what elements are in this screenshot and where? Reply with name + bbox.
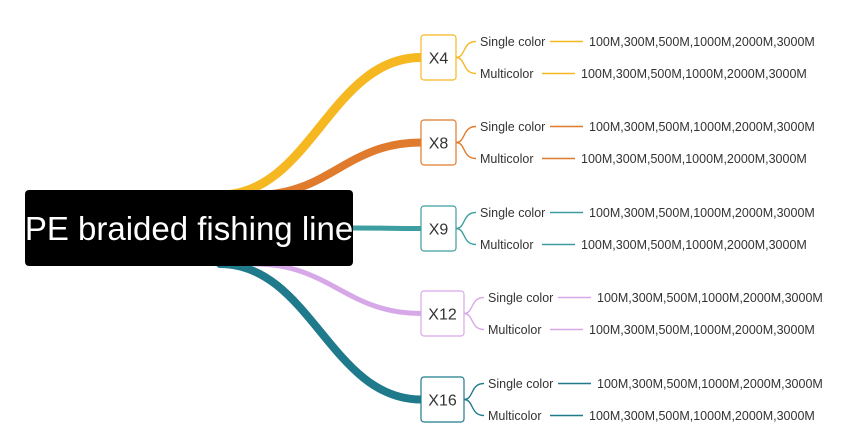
child-node: Single color 100M,300M,500M,1000M,2000M,3… bbox=[480, 120, 815, 134]
child-connector bbox=[463, 382, 485, 401]
child-node: Multicolor 100M,300M,500M,1000M,2000M,300… bbox=[480, 152, 807, 166]
child-label: Single color bbox=[480, 206, 545, 220]
length-options: 100M,300M,500M,1000M,2000M,3000M bbox=[589, 409, 815, 423]
branch-connector bbox=[350, 225, 424, 231]
child-node: Single color 100M,300M,500M,1000M,2000M,3… bbox=[488, 377, 823, 391]
length-options: 100M,300M,500M,1000M,2000M,3000M bbox=[589, 35, 815, 49]
branch-node: X12 Single color 100M,300M,500M,1000M,2000… bbox=[420, 290, 823, 337]
child-label: Multicolor bbox=[488, 323, 542, 337]
child-label: Multicolor bbox=[480, 67, 534, 81]
branch-label: X9 bbox=[429, 222, 449, 239]
branch-node: X8 Single color 100M,300M,500M,1000M,2000M… bbox=[420, 119, 815, 166]
branch-label: X16 bbox=[428, 393, 457, 410]
branch-node: X16 Single color 100M,300M,500M,1000M,2000… bbox=[420, 376, 823, 423]
child-node: Single color 100M,300M,500M,1000M,2000M,3… bbox=[480, 35, 815, 49]
length-options: 100M,300M,500M,1000M,2000M,3000M bbox=[589, 206, 815, 220]
branch-connector bbox=[252, 261, 424, 316]
child-node: Multicolor 100M,300M,500M,1000M,2000M,300… bbox=[488, 323, 815, 337]
child-node: Multicolor 100M,300M,500M,1000M,2000M,300… bbox=[480, 67, 807, 81]
child-label: Multicolor bbox=[480, 152, 534, 166]
branch-label: X4 bbox=[429, 51, 449, 68]
length-options: 100M,300M,500M,1000M,2000M,3000M bbox=[597, 291, 823, 305]
child-label: Single color bbox=[488, 291, 553, 305]
child-connector bbox=[463, 312, 485, 331]
root-node: PE braided fishing line bbox=[25, 190, 353, 266]
length-options: 100M,300M,500M,1000M,2000M,3000M bbox=[589, 120, 815, 134]
child-node: Multicolor 100M,300M,500M,1000M,2000M,300… bbox=[480, 238, 807, 252]
child-label: Multicolor bbox=[488, 409, 542, 423]
length-options: 100M,300M,500M,1000M,2000M,3000M bbox=[581, 67, 807, 81]
child-connector bbox=[463, 296, 485, 315]
child-node: Multicolor 100M,300M,500M,1000M,2000M,300… bbox=[488, 409, 815, 423]
child-label: Single color bbox=[480, 35, 545, 49]
child-label: Single color bbox=[488, 377, 553, 391]
root-box bbox=[25, 190, 353, 266]
child-connector bbox=[463, 398, 485, 417]
branch-connector bbox=[216, 260, 425, 404]
child-connector bbox=[455, 141, 477, 160]
branch-label: X8 bbox=[429, 136, 449, 153]
child-label: Multicolor bbox=[480, 238, 534, 252]
root-label: PE braided fishing line bbox=[25, 210, 353, 247]
branch-label: X12 bbox=[428, 307, 457, 324]
child-connector bbox=[455, 211, 477, 230]
branch-connector bbox=[215, 53, 426, 200]
child-connector bbox=[455, 125, 477, 144]
child-label: Single color bbox=[480, 120, 545, 134]
length-options: 100M,300M,500M,1000M,2000M,3000M bbox=[589, 323, 815, 337]
length-options: 100M,300M,500M,1000M,2000M,3000M bbox=[581, 238, 807, 252]
branch-node: X9 Single color 100M,300M,500M,1000M,2000M… bbox=[420, 205, 815, 252]
child-connector bbox=[455, 227, 477, 246]
length-options: 100M,300M,500M,1000M,2000M,3000M bbox=[597, 377, 823, 391]
child-connector bbox=[455, 56, 477, 75]
child-connector bbox=[455, 40, 477, 59]
child-node: Single color 100M,300M,500M,1000M,2000M,3… bbox=[488, 291, 823, 305]
branch-node: X4 Single color 100M,300M,500M,1000M,2000M… bbox=[420, 34, 815, 81]
length-options: 100M,300M,500M,1000M,2000M,3000M bbox=[581, 152, 807, 166]
child-node: Single color 100M,300M,500M,1000M,2000M,3… bbox=[480, 206, 815, 220]
